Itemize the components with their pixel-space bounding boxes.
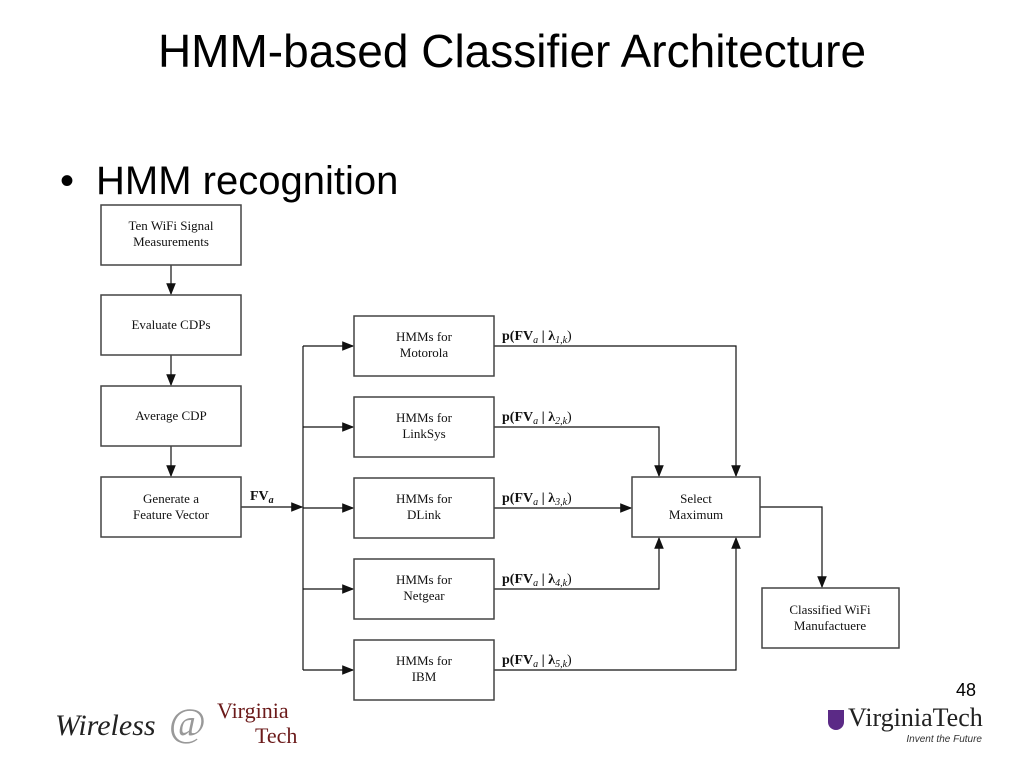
arrow	[494, 536, 664, 590]
wireless-virginia-tech-logo: Wireless @ Virginia Tech	[55, 698, 298, 748]
svg-text:Motorola: Motorola	[400, 345, 449, 360]
svg-text:Evaluate CDPs: Evaluate CDPs	[131, 317, 210, 332]
svg-text:IBM: IBM	[412, 669, 437, 684]
svg-text:HMMs for: HMMs for	[396, 329, 453, 344]
box-classified-manufacturer: Classified WiFi Manufactuere	[761, 587, 900, 649]
probability-label: p(FVa | λ3,k)	[502, 491, 572, 508]
svg-text:DLink: DLink	[407, 507, 441, 522]
svg-text:HMMs for: HMMs for	[396, 491, 453, 506]
box-hmm: HMMs for Motorola p(FVa | λ1,k)	[353, 315, 572, 377]
svg-text:Select: Select	[680, 491, 712, 506]
svg-text:Manufactuere: Manufactuere	[794, 618, 866, 633]
svg-text:Generate a: Generate a	[143, 491, 199, 506]
svg-text:LinkSys: LinkSys	[402, 426, 445, 441]
bullet-text: HMM recognition	[96, 159, 399, 203]
svg-text:Ten WiFi Signal: Ten WiFi Signal	[129, 218, 214, 233]
box-average-cdp: Average CDP	[100, 385, 242, 447]
box-hmm: HMMs for IBM p(FVa | λ5,k)	[353, 639, 572, 701]
svg-text:Netgear: Netgear	[403, 588, 445, 603]
arrow	[494, 345, 741, 478]
bullet-item: • HMM recognition	[60, 160, 398, 202]
probability-label: p(FVa | λ2,k)	[502, 410, 572, 427]
svg-text:Feature Vector: Feature Vector	[133, 507, 210, 522]
box-select-maximum: Select Maximum	[631, 476, 761, 538]
box-measurements: Ten WiFi Signal Measurements	[100, 204, 242, 266]
virginia-tech-logo: VirginiaTech Invent the Future	[826, 704, 986, 748]
svg-text:Classified WiFi: Classified WiFi	[789, 602, 871, 617]
svg-text:HMMs for: HMMs for	[396, 572, 453, 587]
shield-icon	[828, 710, 844, 730]
svg-text:HMMs for: HMMs for	[396, 653, 453, 668]
slide-number: 48	[956, 680, 977, 700]
feature-vector-label: FVa	[250, 489, 274, 506]
arrow	[494, 426, 664, 478]
svg-text:Measurements: Measurements	[133, 234, 209, 249]
arrow	[760, 506, 827, 589]
box-hmm: HMMs for LinkSys p(FVa | λ2,k)	[353, 396, 572, 458]
box-hmm: HMMs for DLink p(FVa | λ3,k)	[353, 477, 572, 539]
bullet-symbol: •	[60, 159, 75, 203]
probability-label: p(FVa | λ4,k)	[502, 572, 572, 589]
slide-title: HMM-based Classifier Architecture	[157, 25, 867, 77]
svg-text:Maximum: Maximum	[669, 507, 723, 522]
box-feature-vector: Generate a Feature Vector	[100, 476, 242, 538]
box-hmm: HMMs for Netgear p(FVa | λ4,k)	[353, 558, 572, 620]
arrow	[494, 536, 741, 671]
probability-label: p(FVa | λ5,k)	[502, 653, 572, 670]
box-evaluate-cdps: Evaluate CDPs	[100, 294, 242, 356]
svg-text:Average CDP: Average CDP	[135, 408, 207, 423]
probability-label: p(FVa | λ1,k)	[502, 329, 572, 346]
svg-text:HMMs for: HMMs for	[396, 410, 453, 425]
